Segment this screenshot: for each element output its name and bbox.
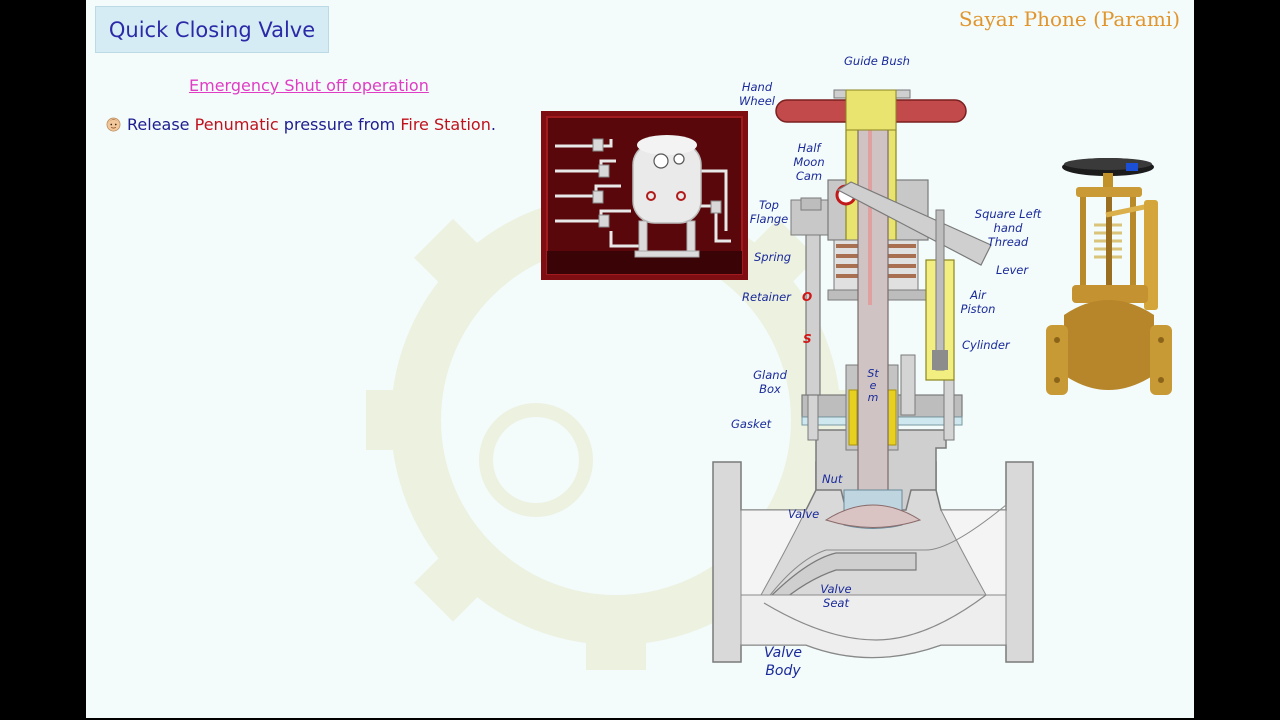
bullet-text-part: . xyxy=(490,115,496,134)
face-emoji-icon xyxy=(106,117,121,132)
label-letter-s: S xyxy=(803,332,812,346)
fire-station-image xyxy=(541,111,748,280)
label-valve-body: Valve Body xyxy=(763,645,803,679)
slide-canvas: Quick Closing Valve Sayar Phone (Parami)… xyxy=(86,0,1194,718)
label-square-left-hand-thread: Square Left hand Thread xyxy=(974,207,1042,249)
label-air-piston: Air Piston xyxy=(960,288,996,316)
label-gasket: Gasket xyxy=(731,417,772,431)
valve-cross-section-diagram xyxy=(712,89,1034,663)
label-letter-o: O xyxy=(802,290,813,304)
bullet-highlight-pneumatic: Penumatic xyxy=(194,115,279,134)
page-title: Quick Closing Valve xyxy=(108,17,316,42)
label-gland-box: Gland Box xyxy=(753,368,787,396)
label-retainer: Retainer xyxy=(742,290,791,304)
label-guide-bush: Guide Bush xyxy=(844,54,910,68)
label-lever: Lever xyxy=(996,263,1029,277)
label-valve-seat: Valve Seat xyxy=(820,582,852,610)
section-subheading: Emergency Shut off operation xyxy=(189,76,429,95)
valve-photo-image xyxy=(1046,158,1172,395)
bullet-text-part: Release xyxy=(127,115,195,134)
brand-label: Sayar Phone (Parami) xyxy=(958,7,1180,31)
title-box: Quick Closing Valve xyxy=(95,6,329,53)
label-nut: Nut xyxy=(822,472,843,486)
label-half-moon-cam: Half Moon Cam xyxy=(793,141,825,183)
label-hand-wheel: Hand Wheel xyxy=(738,80,775,108)
bullet-highlight-fire-station: Fire Station xyxy=(400,115,491,134)
bullet-item: Release Penumatic pressure from Fire Sta… xyxy=(106,115,496,134)
label-spring: Spring xyxy=(754,250,792,264)
bullet-text: Release Penumatic pressure from Fire Sta… xyxy=(127,115,496,134)
bullet-text-part: pressure from xyxy=(278,115,401,134)
label-cylinder: Cylinder xyxy=(962,338,1010,352)
label-valve: Valve xyxy=(788,507,820,521)
label-stem: Stem xyxy=(867,367,879,404)
label-top-flange: Top Flange xyxy=(749,198,789,226)
